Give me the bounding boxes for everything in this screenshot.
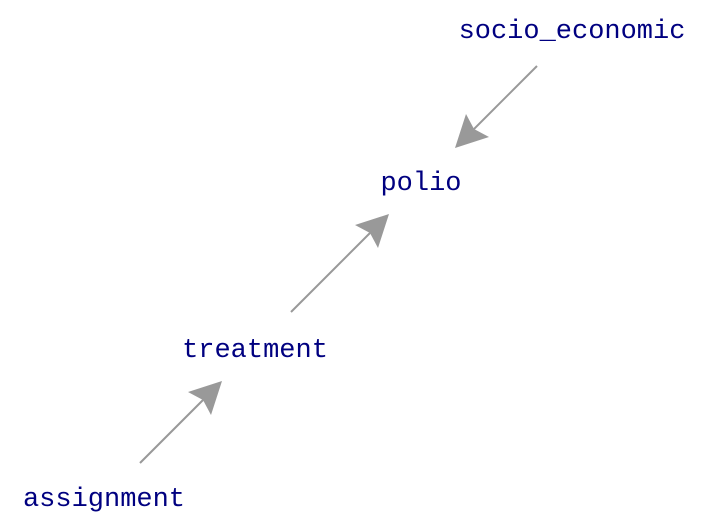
arrowhead-icon bbox=[455, 114, 489, 148]
edge-line bbox=[290, 232, 371, 313]
node-polio: polio bbox=[380, 169, 461, 199]
node-treatment: treatment bbox=[182, 336, 328, 366]
edge-line bbox=[473, 65, 538, 130]
edge-socio-economic-to-polio bbox=[455, 65, 538, 148]
edge-treatment-to-polio bbox=[290, 214, 389, 313]
edge-line bbox=[139, 399, 204, 464]
edge-assignment-to-treatment bbox=[139, 381, 222, 464]
arrowhead-icon bbox=[355, 214, 389, 248]
node-socio-economic: socio_economic bbox=[459, 17, 686, 47]
arrowhead-icon bbox=[188, 381, 222, 415]
node-assignment: assignment bbox=[23, 485, 185, 515]
